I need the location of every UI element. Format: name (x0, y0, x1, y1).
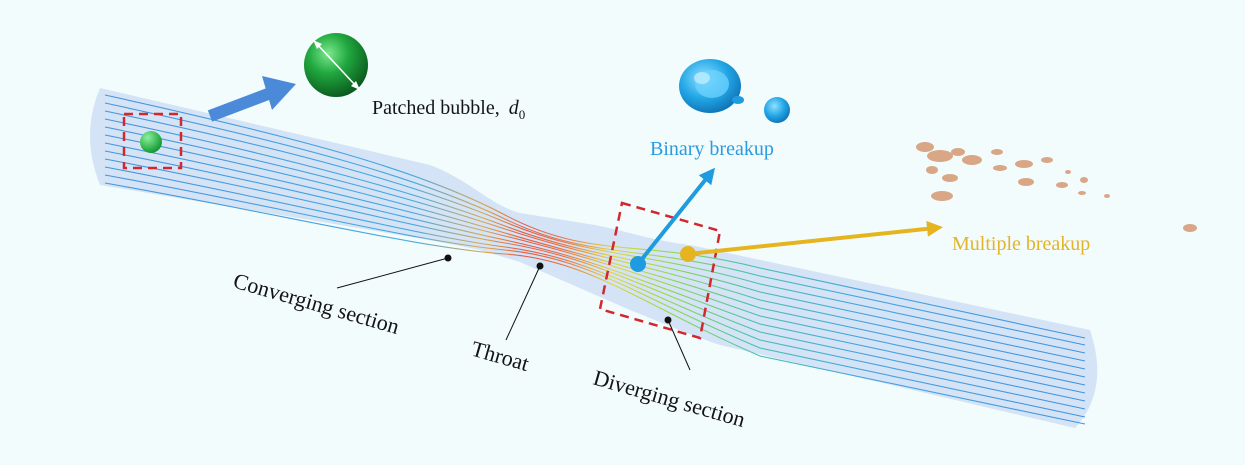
converging-section-label: Converging section (231, 268, 403, 339)
streamlines (104, 94, 1086, 425)
patched-bubble-label: Patched bubble, d0 (372, 97, 525, 122)
inlet-highlight-box (122, 112, 183, 170)
diverging-section-pointer (664, 316, 691, 371)
binary-breakup-arrow (636, 167, 715, 266)
converging-section-pointer (336, 254, 452, 289)
green-sphere-icon (304, 33, 368, 97)
blue-bubble-fragments-icon (679, 59, 790, 123)
patched-bubble-arrow (207, 76, 296, 122)
throat-pointer (505, 262, 544, 341)
multiple-breakup-label: Multiple breakup (952, 233, 1090, 255)
scattered-droplets-icon (916, 142, 1197, 232)
multiple-breakup-arrow (687, 220, 943, 256)
throat-label: Throat (469, 336, 532, 376)
binary-breakup-label: Binary breakup (650, 138, 774, 160)
inlet-bubble-icon (140, 131, 162, 153)
diverging-highlight-box (598, 201, 722, 340)
diverging-section-label: Diverging section (591, 365, 748, 432)
